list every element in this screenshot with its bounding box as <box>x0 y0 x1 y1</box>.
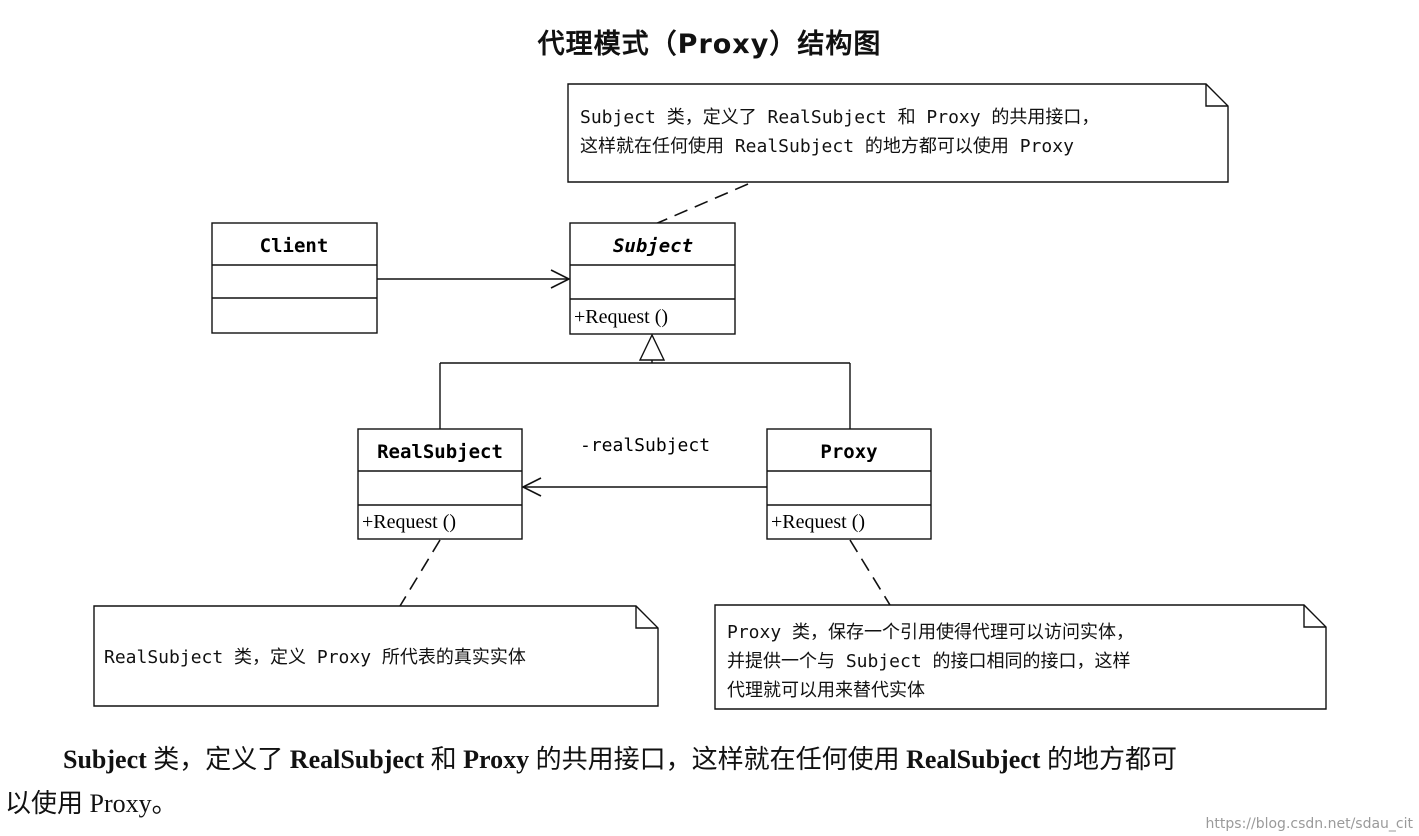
class-client: Client <box>211 222 378 334</box>
class-proxy-operation: +Request () <box>771 511 865 533</box>
diagram-title: 代理模式（Proxy）结构图 <box>537 29 882 60</box>
note-realsubject-line-1: RealSubject 类，定义 Proxy 所代表的真实实体 <box>104 647 526 668</box>
watermark: https://blog.csdn.net/sdau_cit <box>1205 816 1413 832</box>
generalization-triangle <box>638 333 666 361</box>
class-realsubject: RealSubject +Request () <box>357 428 523 540</box>
bottom-bold-realsubject-2: RealSubject <box>906 745 1041 774</box>
bottom-paragraph: Subject 类，定义了 RealSubject 和 Proxy 的共用接口，… <box>5 738 1415 826</box>
note-proxy-text: Proxy 类，保存一个引用使得代理可以访问实体， 并提供一个与 Subject… <box>727 618 1134 705</box>
class-subject-operation: +Request () <box>574 306 668 328</box>
note-subject-text: Subject 类，定义了 RealSubject 和 Proxy 的共用接口，… <box>580 103 1099 161</box>
class-client-name: Client <box>260 235 329 257</box>
generalization-lines <box>439 333 851 429</box>
note-proxy-line-1: Proxy 类，保存一个引用使得代理可以访问实体， <box>727 622 1135 643</box>
note-realsubject-text: RealSubject 类，定义 Proxy 所代表的真实实体 <box>104 643 526 672</box>
class-subject-name: Subject <box>613 235 693 257</box>
note-proxy-line-2: 并提供一个与 Subject 的接口相同的接口，这样 <box>727 651 1131 672</box>
note-subject-line-2: 这样就在任何使用 RealSubject 的地方都可以使用 Proxy <box>580 136 1074 157</box>
class-realsubject-operation: +Request () <box>362 511 456 533</box>
note-subject-line-1: Subject 类，定义了 RealSubject 和 Proxy 的共用接口， <box>580 107 1100 128</box>
class-proxy: Proxy +Request () <box>766 428 932 540</box>
note-realsubject-connector <box>399 539 441 607</box>
note-proxy-connector <box>849 539 891 606</box>
note-proxy-line-3: 代理就可以用来替代实体 <box>727 680 925 701</box>
note-proxy <box>714 604 1327 710</box>
bottom-bold-proxy: Proxy <box>463 745 530 774</box>
note-subject <box>567 83 1229 183</box>
note-realsubject <box>93 605 659 707</box>
bottom-bold-subject: Subject <box>63 745 147 774</box>
class-realsubject-name: RealSubject <box>377 441 503 463</box>
class-subject: Subject +Request () <box>569 222 736 335</box>
association-label: -realSubject <box>580 435 710 456</box>
bottom-bold-realsubject: RealSubject <box>289 745 425 774</box>
class-proxy-name: Proxy <box>820 441 877 463</box>
bottom-line-1: Subject 类，定义了 RealSubject 和 Proxy 的共用接口，… <box>63 745 1177 774</box>
note-subject-connector <box>652 183 749 226</box>
bottom-line-2: 以使用 Proxy。 <box>5 789 178 818</box>
